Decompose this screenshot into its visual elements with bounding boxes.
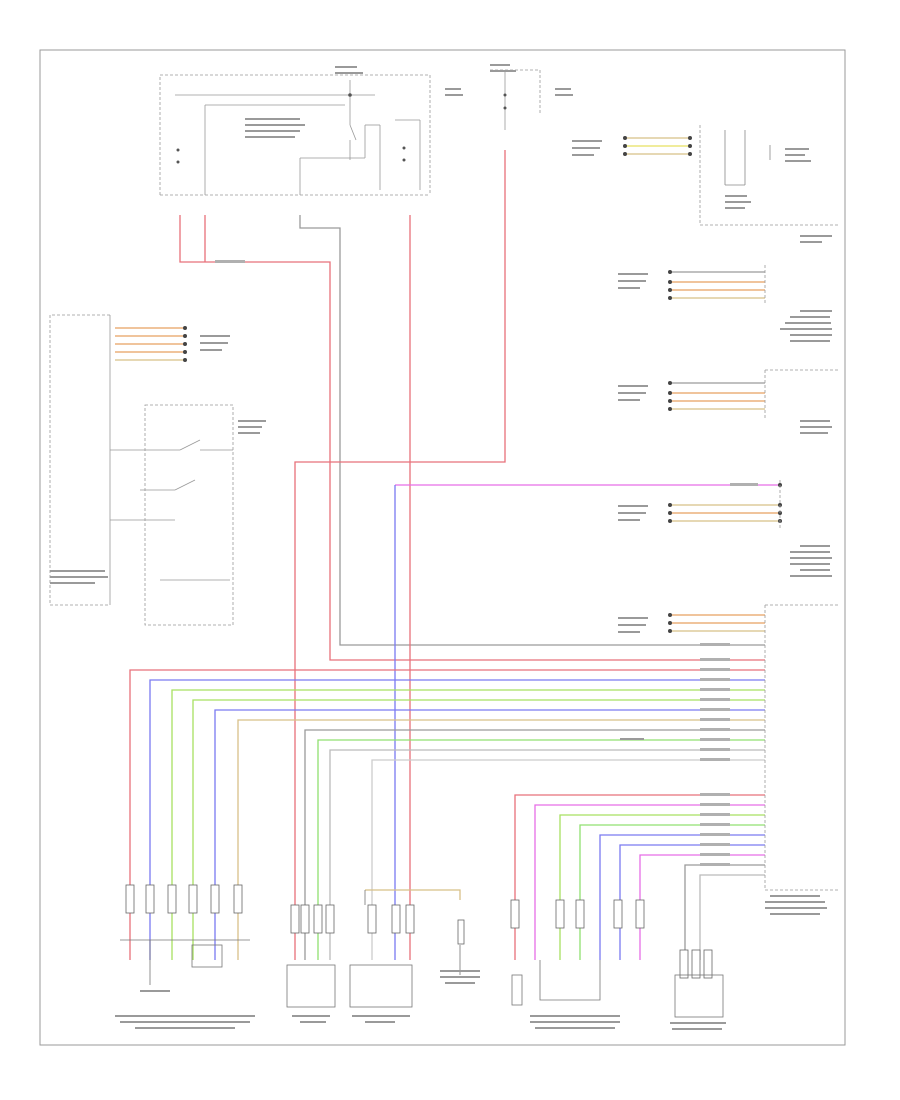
wire-lightgreen-1	[317, 739, 765, 960]
wire-tan-2	[365, 889, 461, 900]
wire-gray-3	[329, 749, 765, 960]
wire-gray-2	[304, 729, 765, 960]
wire-pink-3	[639, 854, 765, 960]
bottom-connectors	[125, 884, 713, 979]
module-outlines	[699, 125, 840, 891]
wire-red-5	[129, 669, 765, 960]
wire-gray-5	[684, 864, 765, 960]
small-labels	[50, 64, 832, 1030]
wire-pink-2	[534, 804, 765, 960]
diagram-frame	[39, 49, 846, 1046]
wire-blue-4	[599, 834, 765, 960]
wire-red-4	[294, 150, 506, 960]
fuse-symbols	[176, 93, 507, 164]
wire-tags	[215, 260, 758, 866]
connector-stubs	[115, 137, 780, 632]
wire-green-2	[192, 699, 765, 960]
wire-blue-3	[214, 709, 765, 960]
wire-blue-2	[149, 679, 765, 960]
wire-tan-1	[237, 719, 765, 960]
bottom-components	[120, 890, 724, 1018]
wire-green-3	[559, 814, 765, 960]
wire-gray-1	[299, 215, 765, 646]
wire-gray-4	[371, 759, 765, 960]
connector-dots	[183, 136, 782, 633]
left-control-module	[49, 314, 234, 626]
fuse-box-area	[159, 69, 541, 196]
ignition-switch-symbol	[724, 130, 771, 186]
wire-green-1	[171, 689, 765, 960]
wire-gray-6	[699, 874, 765, 960]
wire-red-1	[179, 215, 765, 661]
